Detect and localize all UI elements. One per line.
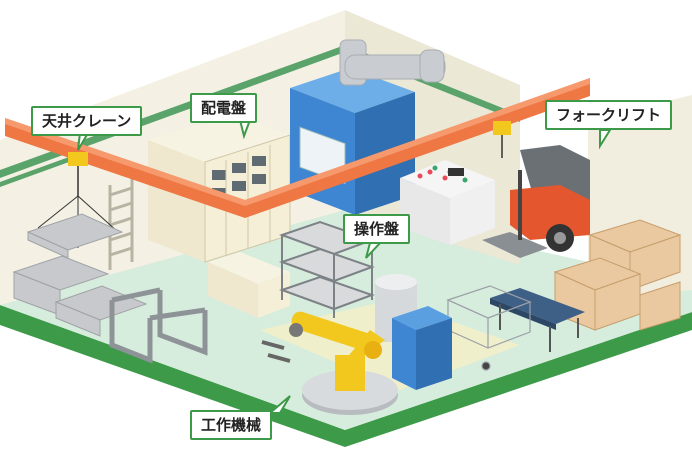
robot-arm (261, 311, 398, 415)
label-overhead-crane: 天井クレーン (31, 106, 143, 136)
wall-stripe-left-low (0, 153, 80, 187)
label-forklift: フォークリフト (545, 100, 673, 130)
wall-ladder (108, 178, 134, 270)
cylinder-machine (375, 274, 452, 390)
switchboard (148, 115, 291, 263)
label-switchboard: 配電盤 (190, 93, 258, 123)
steel-frame (109, 287, 208, 364)
conveyor (490, 288, 585, 352)
wire-cart (446, 285, 532, 371)
exhaust-duct (339, 39, 446, 86)
steel-plates (12, 213, 148, 337)
parts-shelf (279, 220, 375, 318)
wall-stripe-left (0, 45, 345, 178)
forklift (482, 145, 590, 258)
floor-base (0, 305, 692, 447)
control-panel-console (400, 160, 495, 245)
label-control-panel: 操作盤 (343, 214, 411, 244)
label-machine-tool: 工作機械 (190, 410, 273, 440)
